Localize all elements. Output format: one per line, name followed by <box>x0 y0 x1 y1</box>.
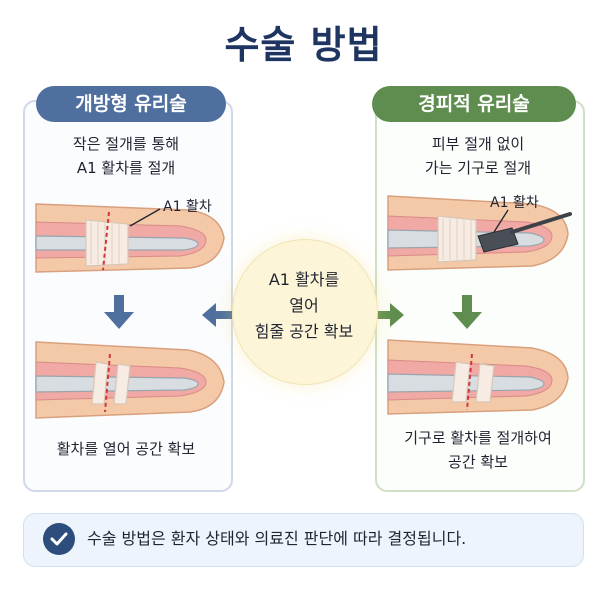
open-release-finger-after <box>35 341 225 419</box>
percutaneous-release-caption-line1: 기구로 활차를 절개하여 <box>404 429 552 447</box>
open-release-annotation: A1 활차 <box>163 199 212 215</box>
footer-note <box>23 513 584 567</box>
open-release-description: 작은 절개를 통해 A1 활차를 절개 <box>23 132 229 180</box>
check-icon <box>43 523 75 555</box>
center-summary-line1: A1 활차를 <box>268 270 340 289</box>
percutaneous-release-heading: 경피적 유리술 <box>372 86 576 122</box>
page-title: 수술 방법 <box>224 23 383 67</box>
center-summary-line3: 힘줄 공간 확보 <box>254 322 354 341</box>
open-release-description-line2: A1 활차를 절개 <box>76 159 176 177</box>
percutaneous-release-caption: 기구로 활차를 절개하여 공간 확보 <box>375 426 581 474</box>
open-release-caption: 활차를 열어 공간 확보 <box>56 440 196 458</box>
percutaneous-release-description: 피부 절개 없이 가는 기구로 절개 <box>375 132 581 180</box>
open-release-description-line1: 작은 절개를 통해 <box>72 135 180 153</box>
percutaneous-release-description-line2: 가는 기구로 절개 <box>424 159 532 177</box>
center-right-arrow-icon <box>376 303 404 327</box>
open-release-panel <box>23 100 233 492</box>
center-summary-line2: 열어 <box>289 296 319 315</box>
left-down-arrow-icon <box>104 295 134 329</box>
right-down-arrow-icon <box>452 295 482 329</box>
open-release-heading: 개방형 유리술 <box>36 86 226 122</box>
footer-note-text: 수술 방법은 환자 상태와 의료진 판단에 따라 결정됩니다. <box>87 529 467 548</box>
open-release-finger-before <box>35 203 225 273</box>
percutaneous-release-annotation: A1 활차 <box>490 195 539 211</box>
center-summary-text: A1 활차를 열어 힘줄 공간 확보 <box>232 267 376 345</box>
percutaneous-release-description-line1: 피부 절개 없이 <box>431 135 525 153</box>
percutaneous-release-finger-before <box>387 195 572 271</box>
percutaneous-release-panel <box>375 100 585 492</box>
percutaneous-release-caption-line2: 공간 확보 <box>448 453 508 471</box>
center-summary-circle <box>232 239 378 385</box>
percutaneous-release-finger-after <box>387 339 569 415</box>
check-mark-icon <box>50 532 68 546</box>
center-left-arrow-icon <box>202 303 232 327</box>
